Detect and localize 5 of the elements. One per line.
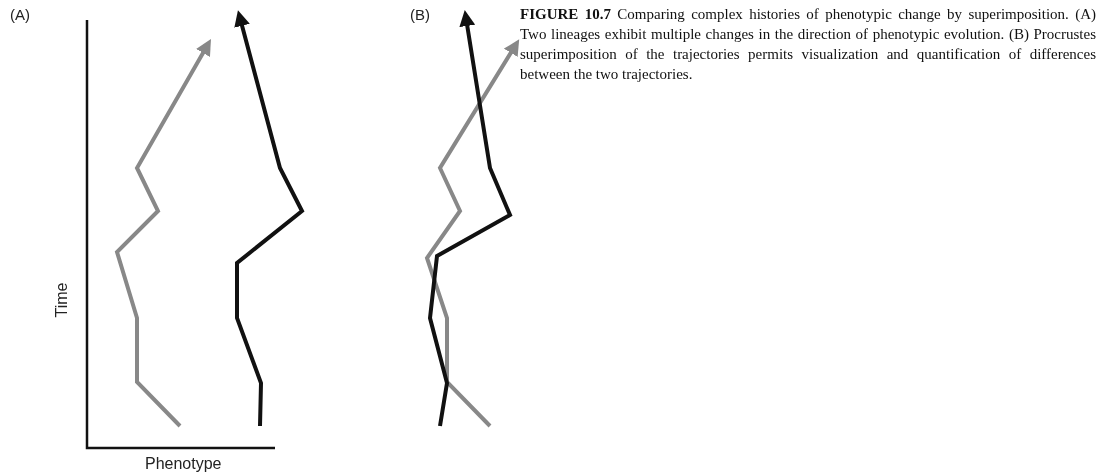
axis-title: Time [53,282,71,318]
panel-label: (A) [10,7,30,24]
figure-caption: FIGURE 10.7 Comparing complex histories of phenotypic change by superimposition. (A) Two lineages exhibit multiple changes in the direction of phenotypic evolution. (B) Procrustes superimposition of the trajectories permits visualization and quantification of differences between the two trajectories. [520,5,1096,84]
axis-title: Phenotype [145,455,222,473]
panel-label: (B) [410,7,430,24]
